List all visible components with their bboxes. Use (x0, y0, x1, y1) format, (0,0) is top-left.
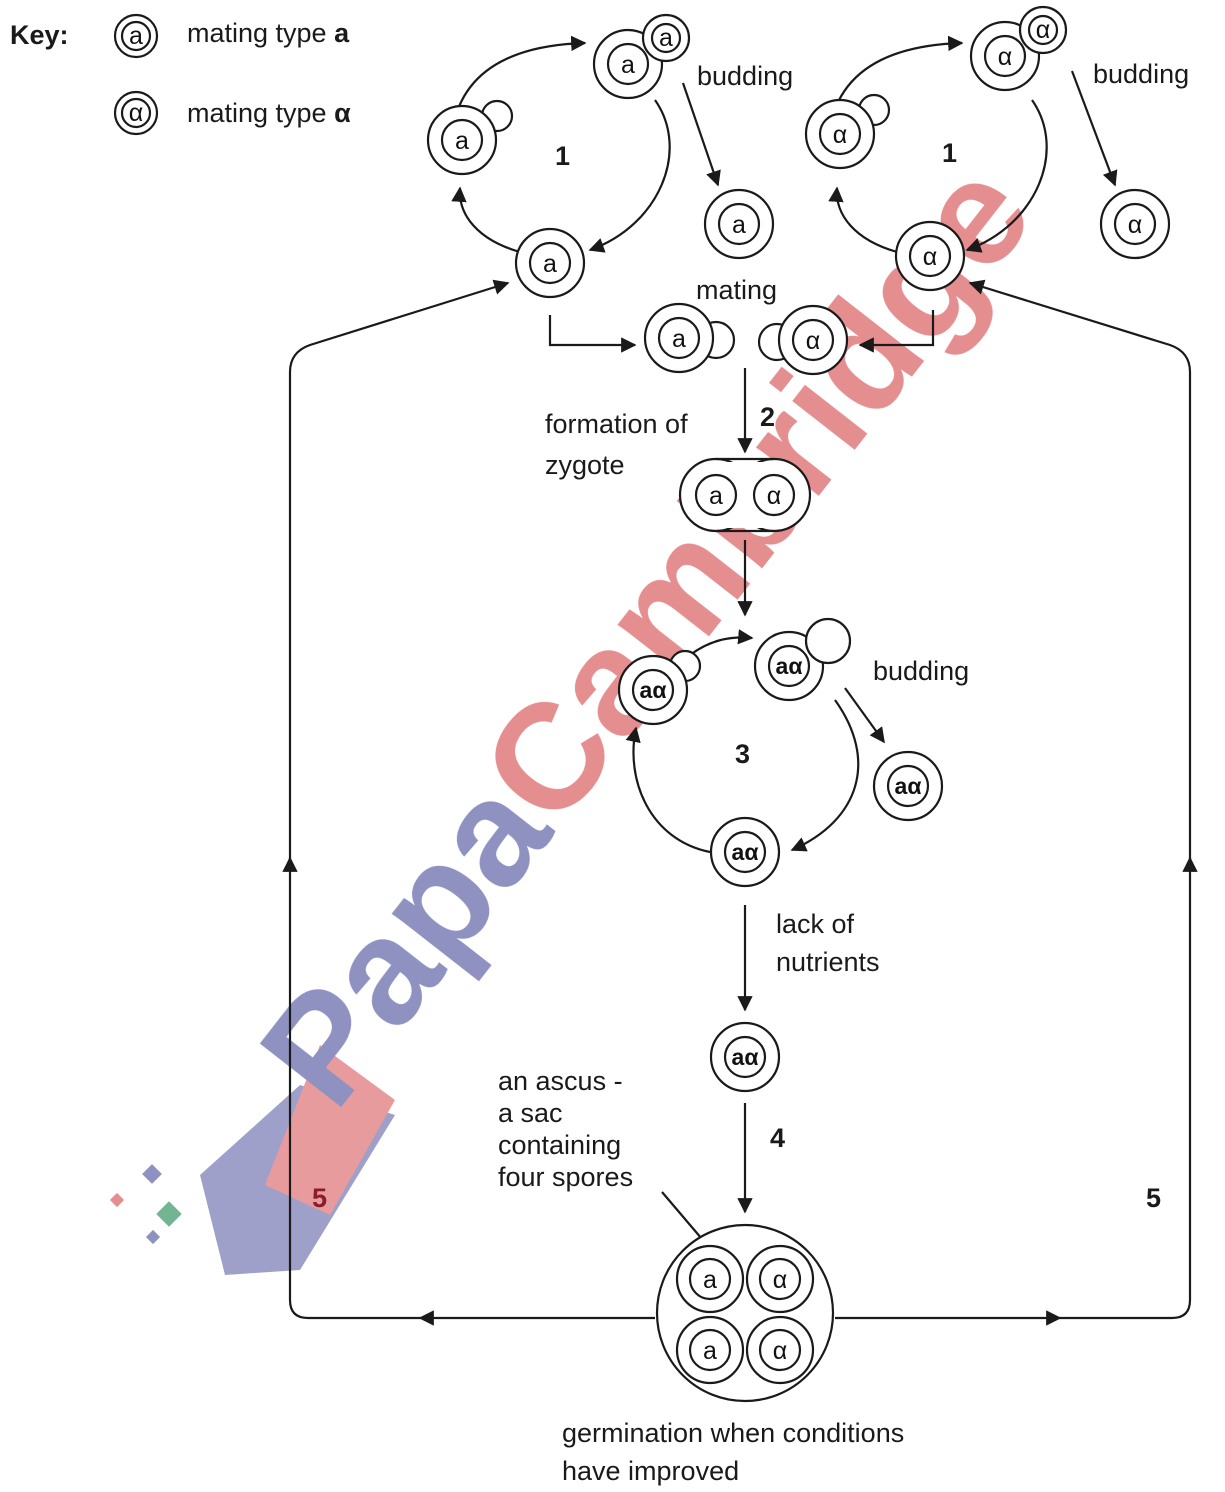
diploid-cell-label: aα (732, 839, 759, 865)
key-title: Key: (10, 20, 69, 50)
daughter-a-label: a (732, 211, 746, 239)
label-budding-left: budding (697, 61, 793, 91)
label-lack-line2: nutrients (776, 947, 880, 977)
watermark-dot (156, 1201, 181, 1226)
sporulating-cell-label: aα (732, 1044, 759, 1070)
arrow-diploid-return (792, 700, 858, 850)
arrow-a-return (590, 100, 670, 250)
label-budding-right: budding (1093, 59, 1189, 89)
ascus: a α a α germination when conditions have… (562, 1225, 904, 1486)
cycle-a: a a a a a budding 1 (428, 15, 793, 297)
arrow-right-to-alpha (970, 283, 1190, 860)
sporulation-stage: lack of nutrients aα 4 an ascus - a sac … (498, 905, 880, 1252)
label-ascus-line3: containing (498, 1130, 621, 1160)
cell-alpha-label: α (998, 43, 1012, 71)
watermark-dot (146, 1230, 160, 1244)
arrow-right-up (1060, 858, 1190, 1318)
arrow-a-to-mating (550, 315, 635, 345)
ascus-sac (657, 1225, 833, 1401)
daughter-alpha-label: α (1128, 211, 1142, 239)
label-ascus-line4: four spores (498, 1162, 633, 1192)
step-5-right: 5 (1146, 1183, 1161, 1213)
arrow-a-bud-release (683, 83, 718, 185)
label-ascus-line2: a sac (498, 1098, 563, 1128)
mating-cell-a-label: a (672, 325, 686, 353)
label-germination-line2: have improved (562, 1456, 739, 1486)
spore-label-a: a (703, 1266, 717, 1294)
label-budding-diploid: budding (873, 656, 969, 686)
arrow-a-up (460, 188, 520, 252)
mating-cell-alpha-label: α (806, 327, 820, 355)
watermark-dot (110, 1193, 124, 1207)
step-1-left: 1 (555, 141, 570, 171)
cell-alpha-label: α (833, 121, 847, 149)
key-item-a-text: mating type (187, 18, 327, 48)
label-ascus-line1: an ascus - (498, 1066, 623, 1096)
spore-label-alpha: α (773, 1266, 787, 1294)
key-item-a-bold: a (334, 18, 350, 48)
step-2: 2 (760, 402, 775, 432)
key-cell-alpha-label: α (129, 99, 143, 127)
key-item-alpha-bold: α (334, 98, 351, 128)
diploid-cell-label: aα (776, 653, 803, 679)
step-3: 3 (735, 739, 750, 769)
label-formation-line1: formation of (545, 409, 688, 439)
label-mating: mating (696, 275, 777, 305)
cell-a-label: a (455, 127, 469, 155)
cycle-diploid: aα aα aα aα budding 3 (619, 619, 969, 886)
key-cell-a-label: a (129, 22, 143, 50)
key-item-a: mating type a (187, 18, 350, 48)
watermark: PapaCambridge (110, 131, 1063, 1275)
cell-alpha-label: α (923, 243, 937, 271)
label-germination-line1: germination when conditions (562, 1418, 904, 1448)
spore-label-alpha: α (773, 1337, 787, 1365)
watermark-dot (142, 1164, 162, 1184)
spore-label-a: a (703, 1337, 717, 1365)
key-item-alpha-text: mating type (187, 98, 327, 128)
cell-a-label: a (621, 51, 635, 79)
bud-alpha-label: α (1036, 16, 1050, 44)
step-1-right: 1 (942, 138, 957, 168)
key: Key: a mating type a α mating type α (10, 15, 351, 134)
arrow-diploid-bud-release (845, 688, 884, 742)
diploid-cell-label: aα (640, 677, 667, 703)
key-item-alpha: mating type α (187, 98, 351, 128)
zygote-label-a: a (709, 482, 723, 510)
diploid-daughter-label: aα (895, 773, 922, 799)
step-5-left: 5 (312, 1183, 327, 1213)
zygote-label-alpha: α (767, 482, 781, 510)
arrow-a-to-budding (455, 43, 585, 118)
diploid-bud (806, 619, 850, 663)
bud-a-label: a (659, 24, 673, 52)
label-formation-line2: zygote (545, 450, 625, 480)
cell-a-label: a (543, 250, 557, 278)
label-lack-line1: lack of (776, 909, 855, 939)
step-4: 4 (770, 1123, 785, 1153)
